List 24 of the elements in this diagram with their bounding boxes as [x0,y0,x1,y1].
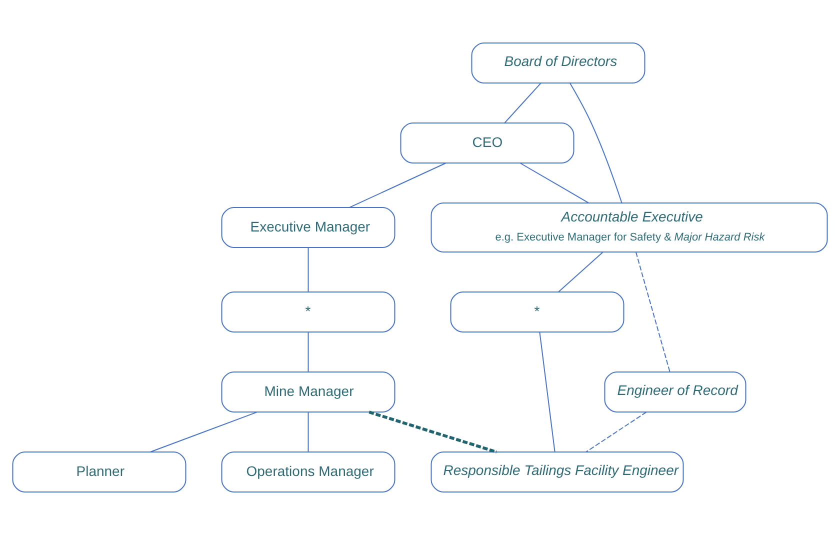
node-box: Executive Manager [221,207,396,248]
node-box: CEO [400,122,574,164]
node-box: Operations Manager [221,452,396,492]
connector [349,162,446,208]
connector [558,252,604,292]
connector [539,332,556,452]
connector [586,412,647,452]
node-box: Board of Directors [471,42,646,84]
connector [308,412,309,452]
connector [368,410,497,454]
node-box: Planner [12,452,186,492]
node-box: Engineer of Record [604,372,746,412]
connector [308,247,309,292]
connector [150,412,258,452]
connector [308,332,309,372]
connector [635,252,670,372]
node-box: Responsible Tailings Facility Engineer [430,452,684,492]
connector [504,82,542,124]
node-box: * [221,292,396,332]
connector [520,162,590,204]
connector [570,82,622,204]
node-box: Mine Manager [221,372,396,412]
node-box: Accountable Executive e.g. Executive Manager for Safety & Major Hazard Risk [430,202,828,252]
node-box: * [450,292,624,332]
